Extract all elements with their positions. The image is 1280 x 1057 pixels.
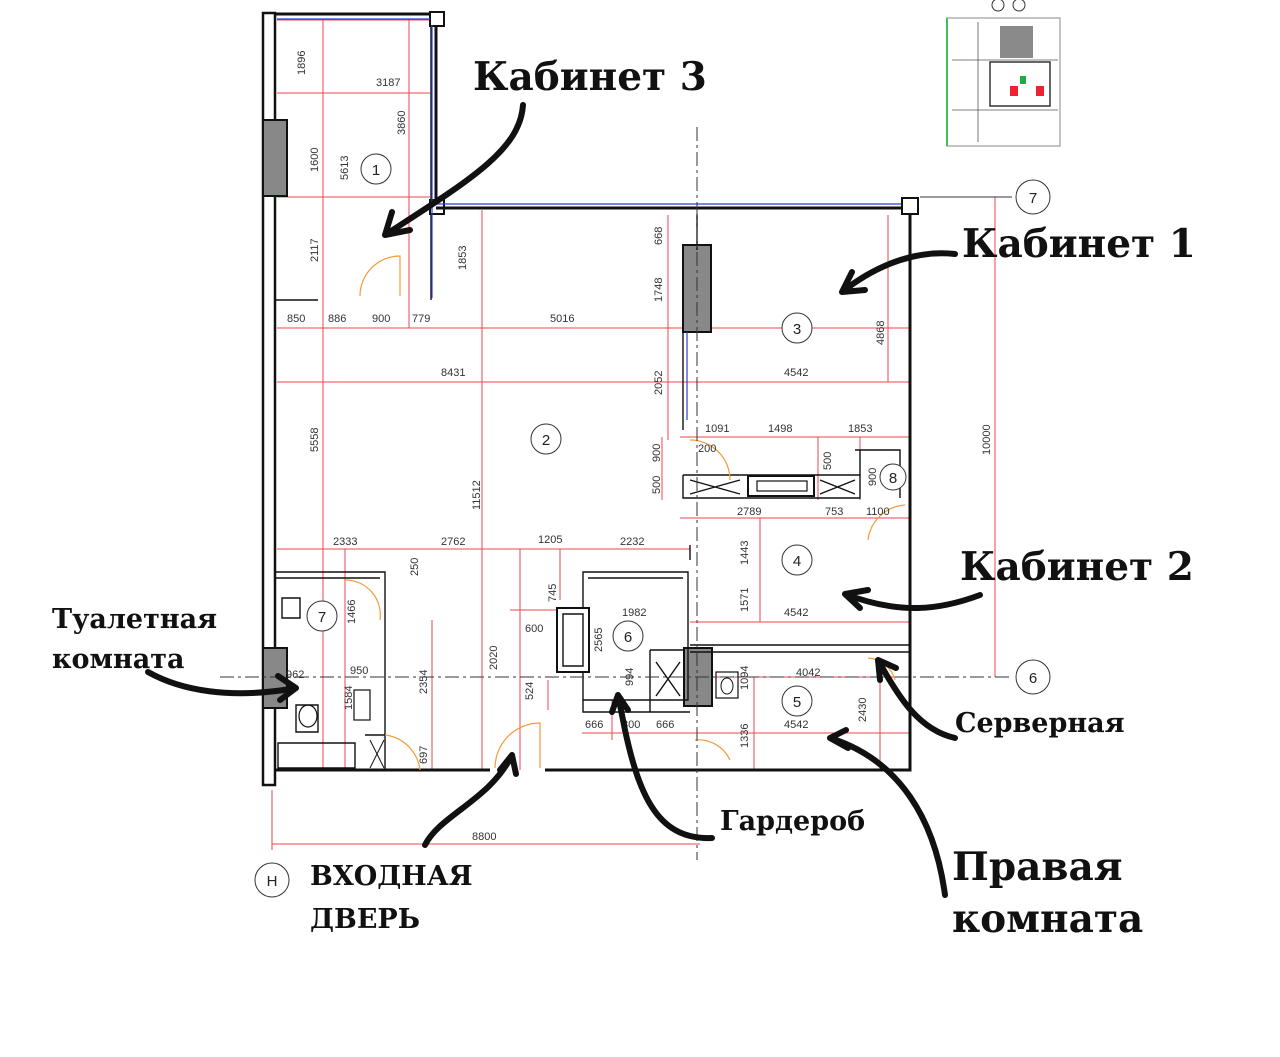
dimension-label: 500 <box>651 476 663 494</box>
dimension-label: 524 <box>524 682 536 700</box>
axis-h: Н <box>267 873 278 890</box>
dimension-label: 1091 <box>705 423 729 435</box>
dimension-label: 1094 <box>739 666 751 690</box>
label-toilet-line2: комната <box>52 644 184 675</box>
room-5: 5 <box>793 694 801 711</box>
dimension-label: 666 <box>585 719 603 731</box>
room-7: 7 <box>318 609 326 626</box>
label-entry-line2: ДВЕРЬ <box>310 904 420 935</box>
axis-6: 6 <box>1029 670 1037 687</box>
dimension-label: 5558 <box>309 428 321 452</box>
dimension-label: 5016 <box>550 313 574 325</box>
dimension-label: 4542 <box>784 607 808 619</box>
label-toilet-line1: Туалетная <box>52 604 217 635</box>
dimension-label: 2333 <box>333 536 357 548</box>
dimension-label: 2354 <box>418 670 430 694</box>
dimension-label: 1853 <box>848 423 872 435</box>
dimension-label: 200 <box>698 443 716 455</box>
dimension-label: 1498 <box>768 423 792 435</box>
room-6: 6 <box>624 629 632 646</box>
dimension-label: 666 <box>656 719 674 731</box>
dimension-label: 250 <box>409 558 421 576</box>
dimension-label: 8431 <box>441 367 465 379</box>
dimension-label: 1748 <box>653 278 665 302</box>
dimension-label: 994 <box>624 668 636 686</box>
dimension-label: 600 <box>525 623 543 635</box>
dimension-label: 753 <box>825 506 843 518</box>
dimension-label: 2052 <box>653 371 665 395</box>
dimension-label: 2762 <box>441 536 465 548</box>
dimension-label: 668 <box>653 227 665 245</box>
dimension-label: 962 <box>286 669 304 681</box>
dimension-label: 1205 <box>538 534 562 546</box>
dimension-label: 900 <box>867 468 879 486</box>
room-8: 8 <box>889 470 897 487</box>
label-cabinet-1: Кабинет 1 <box>962 221 1196 267</box>
dimension-label: 11512 <box>471 480 483 510</box>
dimension-label: 1443 <box>739 541 751 565</box>
dimension-label: 4542 <box>784 719 808 731</box>
label-wardrobe: Гардероб <box>720 806 865 837</box>
dimension-label: 2565 <box>593 628 605 652</box>
room-1: 1 <box>372 162 380 179</box>
dimension-label: 2117 <box>309 238 321 262</box>
dimension-label: 1100 <box>866 506 890 518</box>
room-3: 3 <box>793 321 801 338</box>
dimension-label: 1571 <box>739 588 751 612</box>
dimension-label: 3860 <box>396 111 408 135</box>
label-entry-line1: ВХОДНАЯ <box>310 861 473 892</box>
label-right-room-line2: комната <box>952 896 1143 942</box>
dimension-label: 500 <box>822 452 834 470</box>
annotation-arrows <box>145 102 983 898</box>
dimension-label: 1982 <box>622 607 646 619</box>
location-minimap <box>946 0 1061 147</box>
dimension-label: 900 <box>372 313 390 325</box>
dimension-label: 4042 <box>796 667 820 679</box>
dimension-label: 1466 <box>346 600 358 624</box>
dimension-label: 10000 <box>981 424 993 455</box>
dimension-label: 5613 <box>339 156 351 180</box>
label-cabinet-2: Кабинет 2 <box>960 544 1194 590</box>
axis-markers: 7 6 Н <box>254 179 1051 898</box>
dimension-label: 1896 <box>296 51 308 75</box>
dimension-label: 2430 <box>857 698 869 722</box>
dimension-label: 697 <box>418 746 430 764</box>
dimension-label: 1600 <box>309 148 321 172</box>
dimension-texts: 1896 3187 3860 1600 5613 2117 1853 668 1… <box>286 51 993 843</box>
dimension-label: 3187 <box>376 77 400 89</box>
dimension-label: 850 <box>287 313 305 325</box>
room-markers: 1 2 3 4 5 6 7 8 <box>306 153 907 717</box>
dimension-label: 886 <box>328 313 346 325</box>
dimension-label: 950 <box>350 665 368 677</box>
room-4: 4 <box>793 553 801 570</box>
dimension-label: 1853 <box>457 246 469 270</box>
dimension-label: 4542 <box>784 367 808 379</box>
dimension-label: 745 <box>547 584 559 602</box>
dimension-label: 900 <box>651 444 663 462</box>
dimension-label: 2232 <box>620 536 644 548</box>
dimension-label: 779 <box>412 313 430 325</box>
label-server: Серверная <box>955 708 1125 739</box>
dimension-label: 1336 <box>739 724 751 748</box>
dimension-label: 2789 <box>737 506 761 518</box>
label-cabinet-3: Кабинет 3 <box>473 54 707 100</box>
axis-7: 7 <box>1029 190 1037 207</box>
room-2: 2 <box>542 432 550 449</box>
dimension-label: 2020 <box>488 646 500 670</box>
dimension-label: 4868 <box>875 321 887 345</box>
dimension-label: 1584 <box>343 686 355 710</box>
dimension-label: 8800 <box>472 831 496 843</box>
label-right-room-line1: Правая <box>952 844 1123 890</box>
